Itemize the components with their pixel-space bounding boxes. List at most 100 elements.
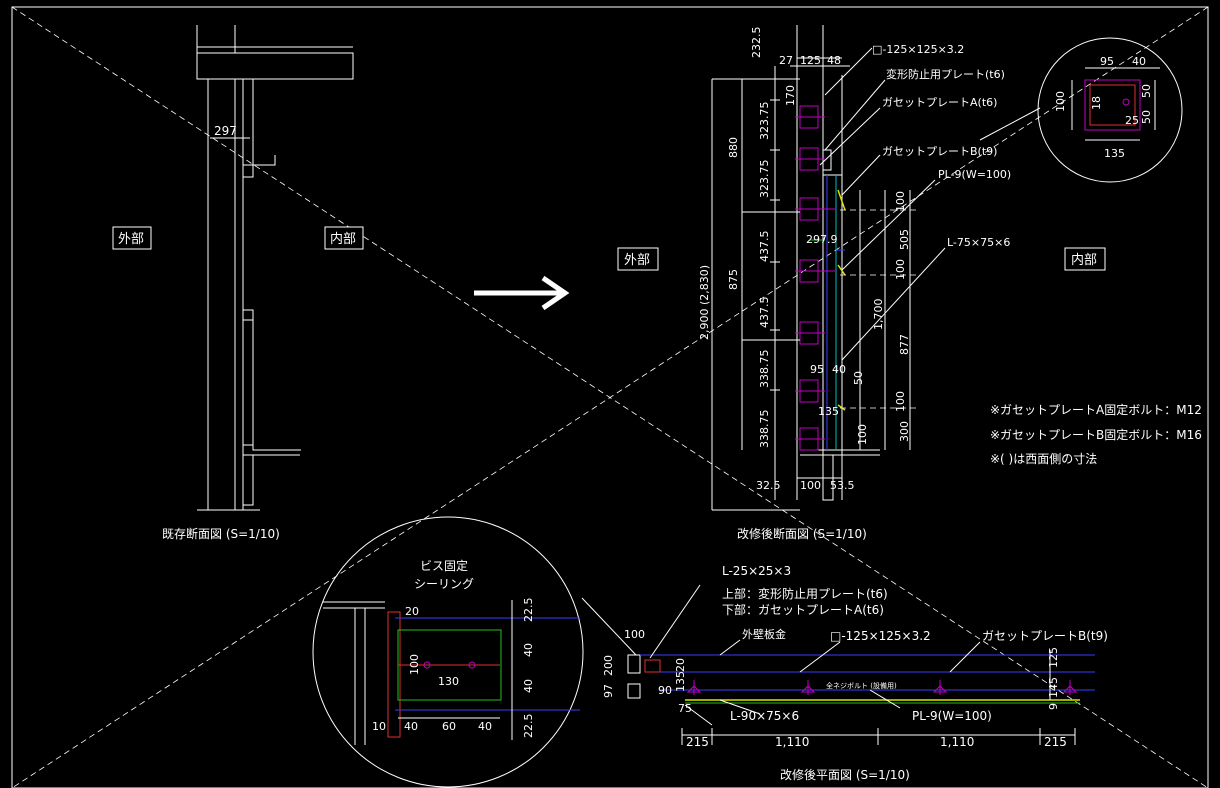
dim-100-b: 100 (894, 259, 907, 280)
dim-48: 48 (827, 54, 841, 67)
label-box-interior (324, 226, 364, 250)
plan-dim-20: 20 (674, 658, 687, 672)
dim-880: 880 (727, 137, 740, 158)
dim-100-c: 100 (894, 391, 907, 412)
diagonal-line-b (11, 6, 1209, 788)
plan-callout-gusset-b: ガセットプレートB(t9) (982, 629, 1108, 643)
plan-callout-anchor: 全ネジボルト (設備用) (826, 681, 897, 690)
dim-135: 135 (818, 405, 839, 418)
note-west-dims: ※( )は西面側の寸法 (990, 452, 1097, 466)
plan-callout-angle-90: L-90×75×6 (730, 709, 799, 723)
revised-section-dims: 232.5 27 125 48 170 323.75 323.75 437.5 … (698, 27, 911, 493)
dim-338-75-a: 338.75 (758, 350, 771, 389)
dim-32-5: 32.5 (756, 479, 781, 492)
plan-dim-1110-a: 1,110 (775, 735, 809, 749)
plan-dim-125: 125 (1047, 647, 1060, 668)
dim-437-5-a: 437.5 (758, 231, 771, 263)
drawing-border (11, 6, 1209, 788)
callout-pl9: PL-9(W=100) (938, 168, 1011, 181)
label-exterior-revised: 外部 (624, 253, 650, 268)
dim-1700: 1,700 (872, 299, 885, 331)
dim-50: 50 (852, 371, 865, 385)
plan-callout-wall-sheet: 外壁板金 (742, 627, 786, 641)
plan-dim-145: 145 (1047, 677, 1060, 698)
callout-angle-75: L-75×75×6 (947, 236, 1010, 249)
detail-circle-bottom (312, 516, 584, 788)
dim-40: 40 (832, 363, 846, 376)
detail-bottom-screw: ビス固定 (420, 558, 468, 573)
plan-dim-135: 135 (674, 671, 687, 692)
title-revised-plan: 改修後平面図 (S=1/10) (780, 767, 910, 782)
plan-callout-square-tube: □-125×125×3.2 (830, 629, 931, 643)
dim-53-5: 53.5 (830, 479, 855, 492)
note-gusset-b-bolt: ※ガセットプレートB固定ボルト：M16 (990, 427, 1202, 442)
revised-plan-drawing (627, 584, 1095, 745)
detail-top-dim-25: 25 (1125, 114, 1139, 127)
plan-dim-215-a: 215 (686, 735, 709, 749)
dim-338-75-b: 338.75 (758, 410, 771, 449)
dim-505: 505 (898, 229, 911, 250)
dim-100-bottom: 100 (800, 479, 821, 492)
dim-95: 95 (810, 363, 824, 376)
dim-323-75-a: 323.75 (758, 102, 771, 141)
dim-170: 170 (784, 85, 797, 106)
dim-877: 877 (898, 334, 911, 355)
plan-dim-200: 200 (602, 655, 615, 676)
plan-dim-75: 75 (678, 702, 692, 715)
label-box-exterior-revised (617, 247, 659, 271)
callout-square-tube: □-125×125×3.2 (872, 43, 964, 56)
detail-top-dim-100: 100 (1054, 91, 1067, 112)
detail-bottom-sealing: シーリング (414, 577, 474, 591)
detail-bottom-dim-100: 100 (408, 654, 421, 675)
plan-dim-90: 90 (658, 684, 672, 697)
callout-gusset-b: ガセットプレートB(t9) (882, 145, 997, 158)
detail-bottom-dim-22-5-a: 22.5 (522, 598, 535, 623)
plan-dim-215-b: 215 (1044, 735, 1067, 749)
detail-top-dim-135: 135 (1104, 147, 1125, 160)
detail-top-dim-50-b: 50 (1140, 110, 1153, 124)
detail-bottom-dim-10: 10 (372, 720, 386, 733)
dim-27: 27 (779, 54, 793, 67)
detail-circle-top (1037, 37, 1183, 183)
detail-bottom-dim-40-a: 40 (404, 720, 418, 733)
detail-bottom-dim-60: 60 (442, 720, 456, 733)
plan-dim-100: 100 (624, 628, 645, 641)
title-revised-section: 改修後断面図 (S=1/10) (737, 526, 867, 541)
dim-300: 300 (898, 421, 911, 442)
detail-top-dim-50-a: 50 (1140, 84, 1153, 98)
existing-section-drawing: 297 (196, 25, 354, 511)
detail-bottom-dim-40-b-right: 40 (522, 679, 535, 693)
note-gusset-a-bolt: ※ガセットプレートA固定ボルト：M12 (990, 402, 1202, 417)
detail-bottom-dim-40-b: 40 (478, 720, 492, 733)
dim-100-a: 100 (894, 191, 907, 212)
plan-dim-97: 97 (602, 684, 615, 698)
dim-100-d: 100 (856, 424, 869, 445)
detail-top-dim-95: 95 (1100, 55, 1114, 68)
detail-bottom-dim-22-5-b: 22.5 (522, 714, 535, 739)
existing-dim-297: 297 (214, 124, 237, 138)
detail-leader-line (581, 597, 637, 656)
dim-323-75-b: 323.75 (758, 160, 771, 199)
label-interior: 内部 (330, 231, 356, 247)
dim-232-5: 232.5 (750, 27, 763, 59)
plan-callout-top: 上部：変形防止用プレート(t6) (722, 586, 888, 601)
dim-875: 875 (727, 269, 740, 290)
dim-437-5-b: 437.5 (758, 297, 771, 329)
revised-section-callouts: □-125×125×3.2 変形防止用プレート(t6) ガセットプレートA(t6… (819, 43, 1041, 361)
title-existing-section: 既存断面図 (S=1/10) (162, 526, 280, 541)
plan-callout-pl9: PL-9(W=100) (912, 709, 992, 723)
label-interior-revised: 内部 (1071, 252, 1097, 268)
dim-297-9: 297.9 (806, 233, 838, 246)
dim-125: 125 (800, 54, 821, 67)
plan-dim-9: 9 (1047, 703, 1060, 710)
dim-2900: 2,900 (2,830) (698, 265, 711, 340)
detail-top-dim-18: 18 (1090, 96, 1103, 110)
detail-bottom-dim-130: 130 (438, 675, 459, 688)
plan-callout-angle-25: L-25×25×3 (722, 564, 791, 578)
detail-bottom-dim-20: 20 (405, 605, 419, 618)
label-exterior: 外部 (118, 232, 144, 247)
callout-deform-plate: 変形防止用プレート(t6) (886, 67, 1005, 81)
label-box-interior-revised (1064, 247, 1106, 271)
plan-dim-1110-b: 1,110 (940, 735, 974, 749)
